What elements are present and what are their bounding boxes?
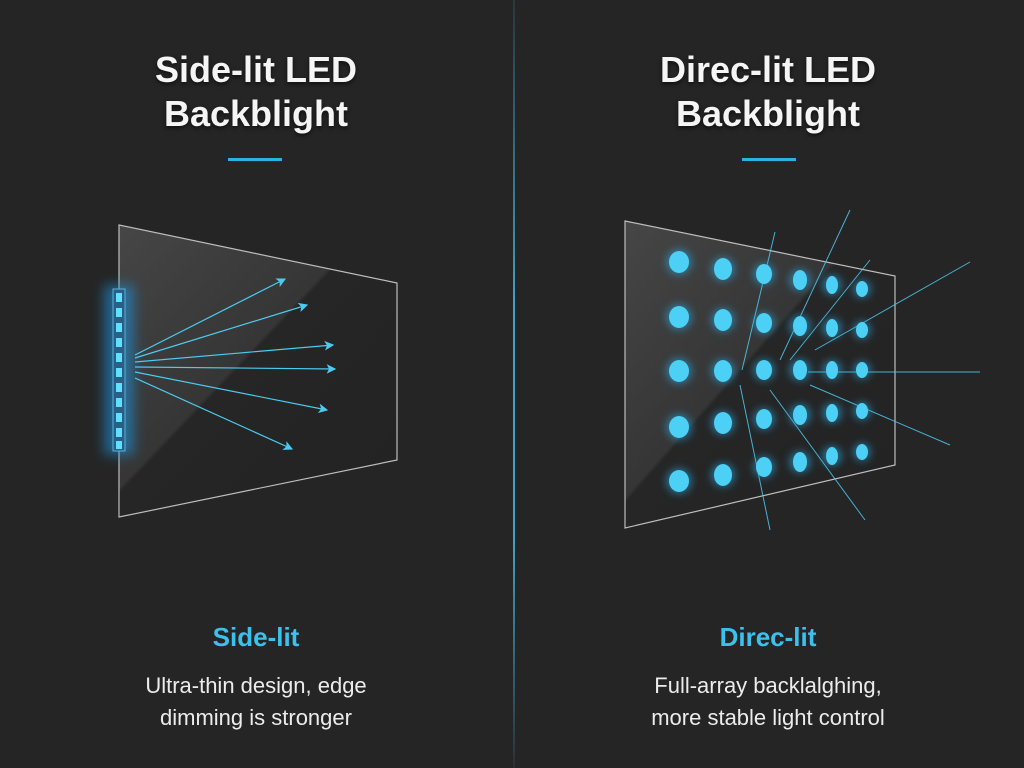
side-lit-subtitle: Side-lit bbox=[212, 622, 300, 652]
title-underline bbox=[742, 158, 796, 161]
direct-lit-subtitle: Direc-lit bbox=[719, 622, 817, 652]
desc-line-1: Full-array backlalghing, bbox=[654, 673, 882, 698]
title-line-2: Backblight bbox=[163, 93, 349, 134]
led-array bbox=[669, 251, 868, 492]
side-lit-panel: Side-lit LED Backblight bbox=[0, 48, 512, 734]
direct-lit-panel: Direc-lit LED Backblight bbox=[512, 0, 1024, 768]
direct-lit-description: Full-array backlalghing, more stable lig… bbox=[512, 670, 1024, 734]
side-lit-title: Side-lit LED Backblight bbox=[0, 48, 512, 136]
title-line-2: Backblight bbox=[675, 93, 861, 134]
title-line-1: Direc-lit LED bbox=[659, 49, 877, 90]
screen-panel bbox=[118, 224, 398, 518]
direct-lit-title: Direc-lit LED Backblight bbox=[512, 48, 1024, 136]
title-underline bbox=[228, 158, 282, 161]
desc-line-2: more stable light control bbox=[651, 705, 885, 730]
light-arrows bbox=[134, 278, 337, 450]
led-strip-leds bbox=[116, 293, 122, 449]
desc-line-1: Ultra-thin design, edge bbox=[145, 673, 367, 698]
panel-divider bbox=[513, 0, 515, 768]
side-lit-description: Ultra-thin design, edge dimming is stron… bbox=[0, 670, 512, 734]
side-lit-diagram bbox=[104, 224, 398, 518]
desc-line-2: dimming is stronger bbox=[160, 705, 352, 730]
title-line-1: Side-lit LED bbox=[154, 49, 357, 90]
direct-lit-diagram bbox=[624, 209, 980, 531]
